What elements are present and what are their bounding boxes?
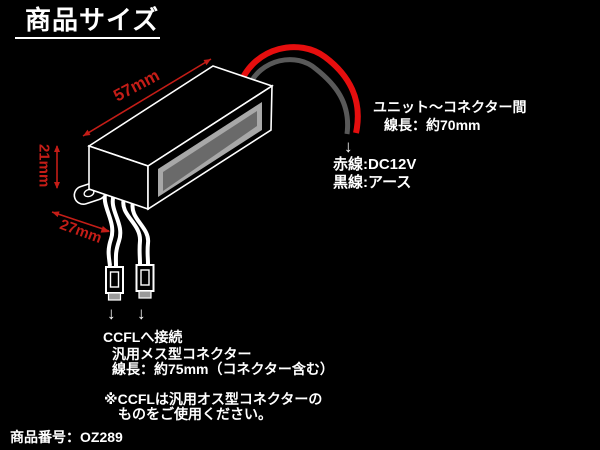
ccfl-connector-right [135,264,155,299]
connector-right-slot [140,269,150,286]
down-arrow-icon: ↓ [107,304,116,323]
ccfl-wire-1 [102,189,115,267]
ccfl-note-line2: ものをご使用ください。 [118,406,272,422]
product-sticker-inner [163,111,257,191]
ccfl-wire-3 [121,197,142,265]
ccfl-note-line1: ※CCFLは汎用オス型コネクターの [104,391,323,407]
ccfl-wire-4 [130,201,151,265]
down-arrow-icon: ↓ [137,304,146,323]
unit-connector-heading: ユニット〜コネクター間 [373,99,527,115]
ccfl-connector-left [105,266,124,301]
connector-right-tip [138,290,152,299]
black-wire-label: 黒線:アース [333,174,412,191]
product-number: 商品番号：OZ289 [10,429,123,445]
ccfl-connect-label: CCFLへ接続 [103,329,183,345]
power-wire-red [237,44,361,134]
inverter-unit-box [87,65,274,211]
dimension-27mm-arrow [51,211,110,233]
connector-left-body [105,266,124,294]
power-wire-black [245,57,351,135]
title-underline [15,37,160,39]
red-wire-label: 赤線:DC12V [333,156,417,173]
page-title: 商品サイズ [25,5,160,35]
down-arrow-icon: ↓ [344,137,353,156]
dimension-21mm-arrow [54,145,60,189]
dimension-57mm-arrow [82,58,212,137]
connector-type-label: 汎用メス型コネクター [112,346,252,362]
ccfl-wire-length-label: 線長：約75mm（コネクター含む） [112,361,334,377]
unit-wire-length-label: 線長：約70mm [384,117,481,133]
ccfl-wire-2 [110,193,123,267]
dimension-21mm-label: 21mm [35,143,53,188]
connector-left-slot [109,271,120,288]
connector-right-body [135,264,155,292]
connector-left-tip [107,292,122,301]
